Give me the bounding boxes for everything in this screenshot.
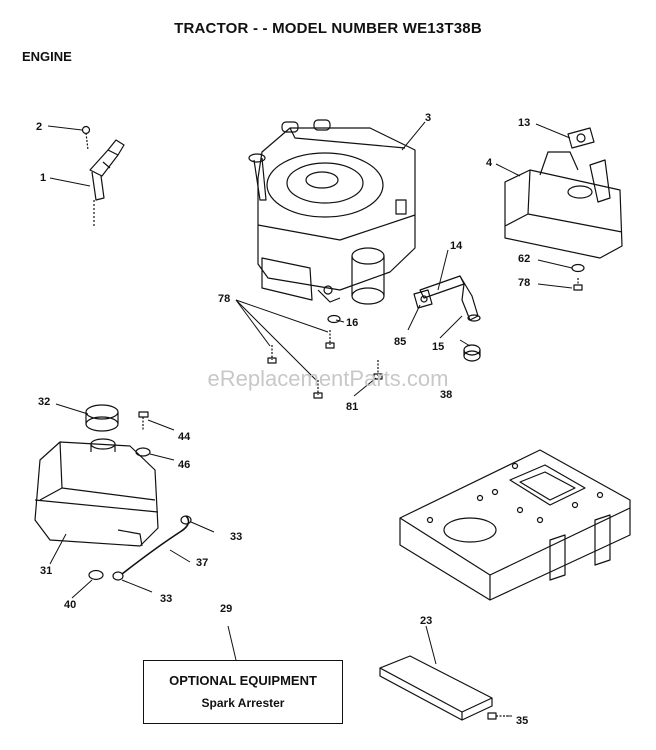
- fuel-tank: [34, 438, 159, 547]
- callout-38: 38: [440, 389, 452, 401]
- section-label: ENGINE: [22, 49, 72, 64]
- fuel-line: [112, 515, 192, 581]
- throttle-control: [81, 125, 125, 228]
- callout-3: 3: [425, 112, 431, 124]
- washer-62: [571, 263, 585, 273]
- callout-14: 14: [450, 240, 463, 252]
- engine: [248, 119, 416, 305]
- fuel-cap: [85, 404, 119, 432]
- leader-lines: [47, 121, 573, 717]
- engine-plate: [399, 449, 631, 601]
- callout-37: 37: [196, 557, 208, 569]
- callout-46: 46: [178, 459, 190, 471]
- callout-4: 4: [486, 157, 493, 169]
- callout-78a: 78: [218, 293, 230, 305]
- callout-23: 23: [420, 615, 432, 627]
- optional-equipment-item: Spark Arrester: [201, 696, 285, 710]
- callout-31: 31: [40, 565, 52, 577]
- nut-38: [463, 344, 481, 362]
- callout-33a: 33: [230, 531, 242, 543]
- washer-16: [327, 314, 341, 324]
- callout-85: 78: [518, 277, 530, 289]
- callout-29: 29: [220, 603, 232, 615]
- exhaust-pipe: [413, 275, 481, 322]
- optional-equipment-heading: OPTIONAL EQUIPMENT: [169, 673, 317, 688]
- callout-33b: 33: [160, 593, 172, 605]
- callout-62: 62: [518, 253, 530, 265]
- washer-46: [135, 447, 151, 457]
- watermark-text: eReplacementParts.com: [208, 366, 449, 391]
- gasket-13: [567, 127, 595, 149]
- screw-85: [573, 278, 583, 291]
- callout-44: 44: [178, 431, 191, 443]
- callout-35: 35: [516, 715, 528, 727]
- optional-equipment-box: OPTIONAL EQUIPMENT Spark Arrester: [143, 660, 343, 724]
- callout-16: 16: [346, 317, 358, 329]
- screw-44: [138, 411, 149, 430]
- part-40: [88, 569, 104, 581]
- muffler: [504, 151, 623, 259]
- callout-40: 40: [64, 599, 76, 611]
- callout-81: 85: [394, 336, 406, 348]
- diagram-title: TRACTOR - - MODEL NUMBER WE13T38B: [174, 20, 482, 37]
- bolts-78: [267, 330, 383, 399]
- callout-1: 1: [40, 172, 46, 184]
- screw-35: [487, 712, 508, 720]
- callout-15: 15: [432, 341, 444, 353]
- spark-arrester-shield: [379, 655, 493, 721]
- callout-32: 32: [38, 396, 50, 408]
- callout-78b: 81: [346, 401, 358, 413]
- callout-2: 2: [36, 121, 42, 133]
- callout-13: 13: [518, 117, 530, 129]
